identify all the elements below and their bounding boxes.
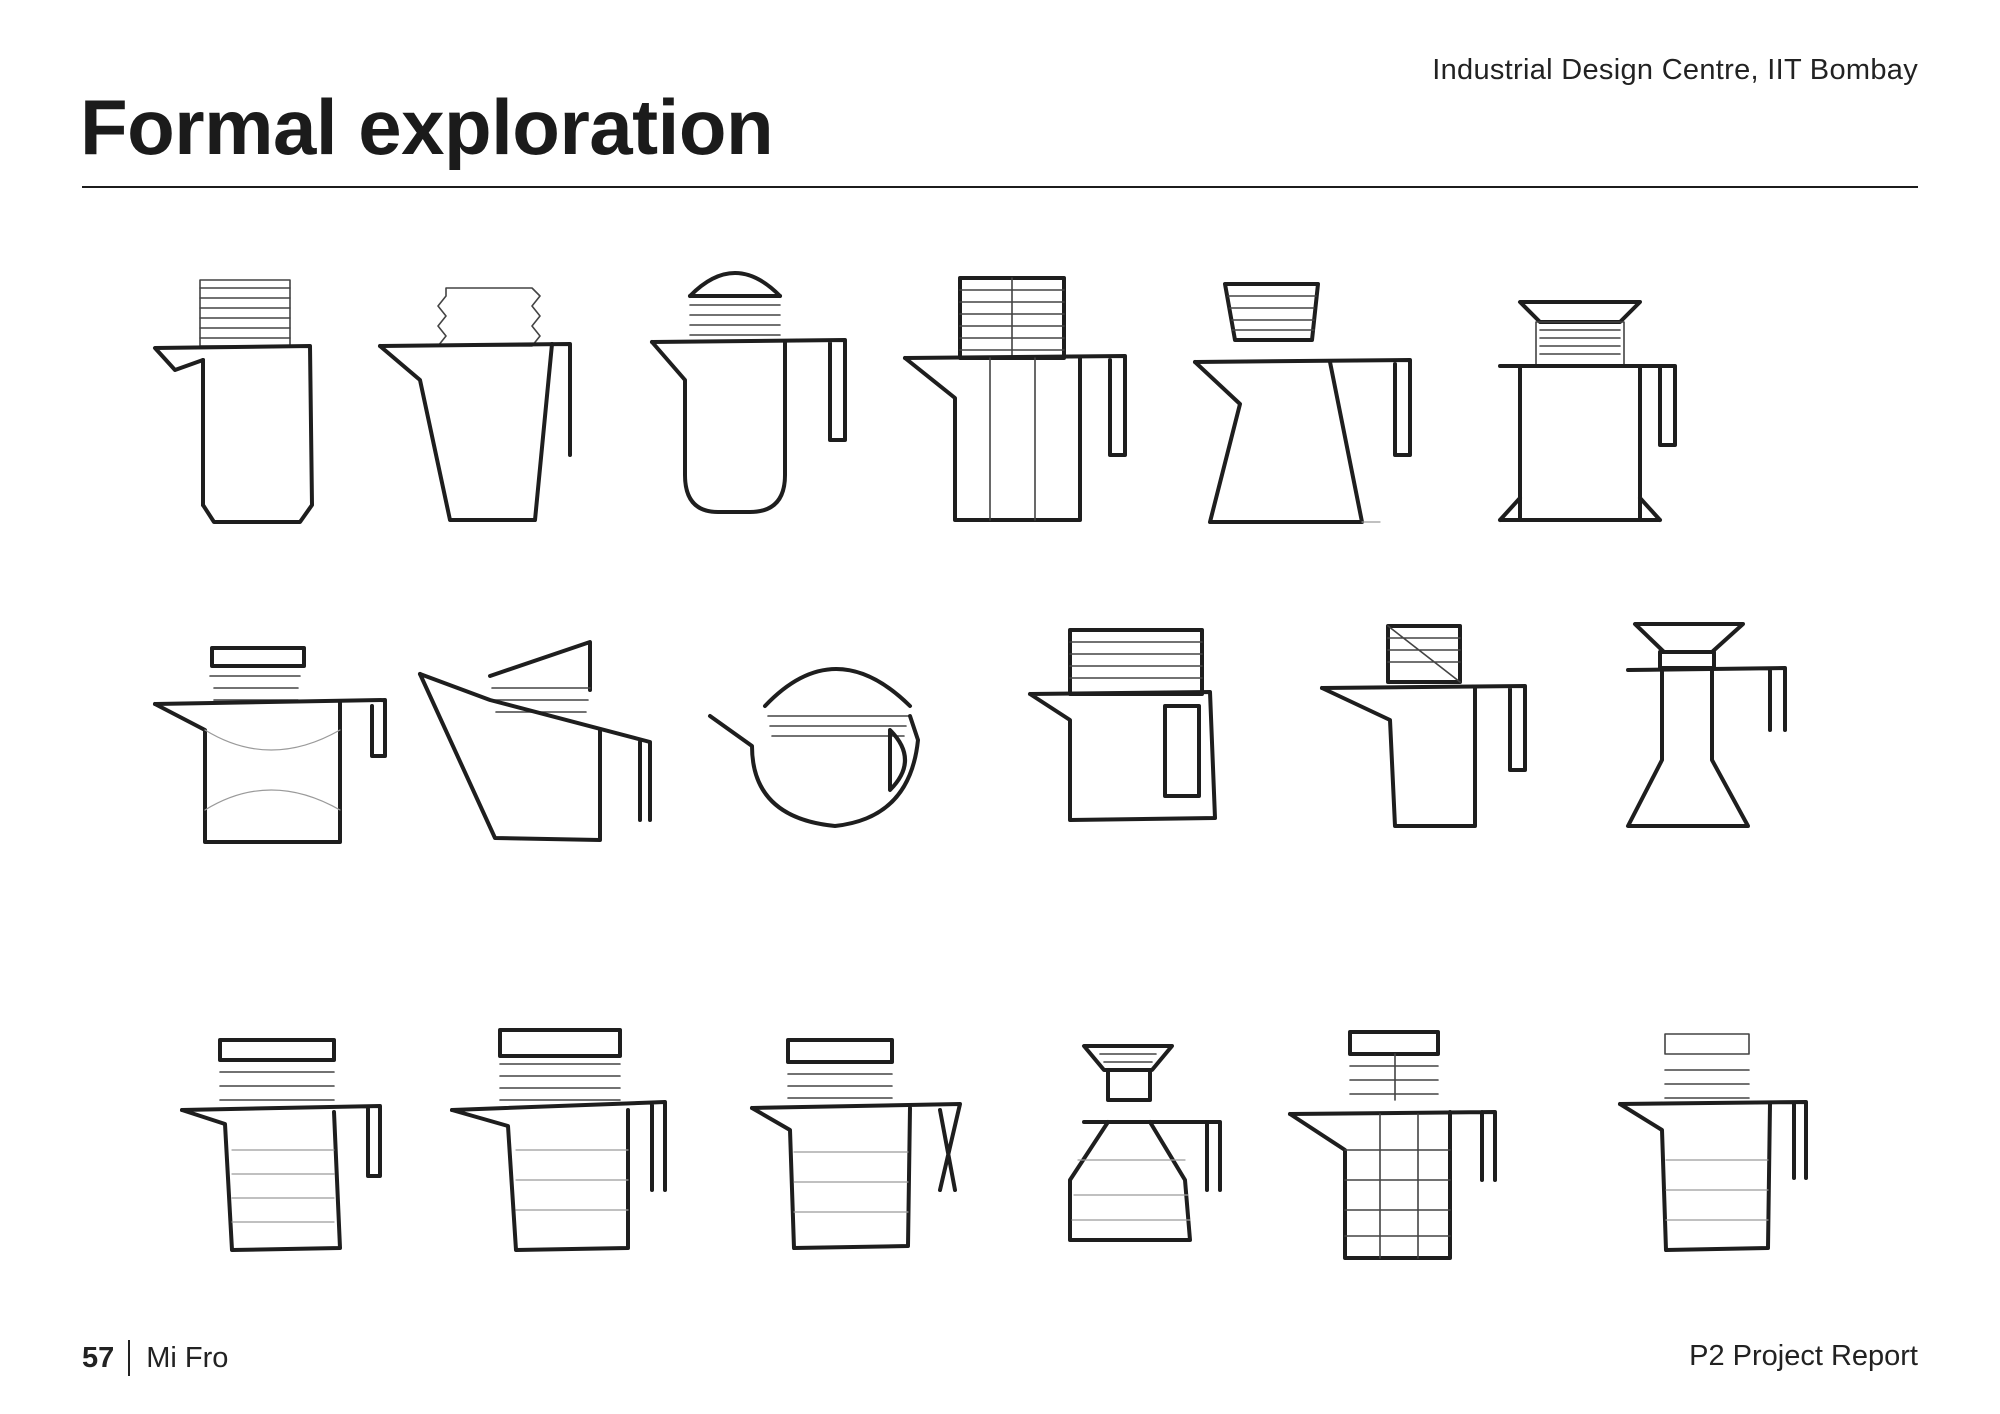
sketch-r1-c2 — [378, 287, 572, 522]
sketch-r3-c6 — [1618, 1033, 1808, 1252]
sketch-r3-c3 — [750, 1038, 962, 1250]
sketch-r3-c5 — [1288, 1030, 1497, 1260]
page-title: Formal exploration — [80, 83, 774, 171]
organization-label: Industrial Design Centre, IIT Bombay — [1432, 54, 1918, 86]
sketch-r1-c6 — [1498, 300, 1677, 522]
report-name: P2 Project Report — [1689, 1340, 1918, 1372]
footer-separator — [128, 1340, 131, 1376]
sketch-r2-c4 — [1028, 628, 1217, 822]
sketch-r3-c4 — [1068, 1044, 1222, 1242]
sketch-r1-c5 — [1193, 282, 1412, 524]
sketch-r2-c6 — [1626, 622, 1787, 828]
sketch-r1-c4 — [903, 276, 1127, 522]
sketch-r1-c3 — [650, 271, 847, 514]
project-name: Mi Fro — [146, 1341, 229, 1374]
page-number: 57 — [82, 1341, 115, 1374]
footer-left: 57 Mi Fro — [82, 1340, 228, 1376]
sketch-r3-c1 — [180, 1038, 382, 1252]
header-divider — [82, 186, 1918, 188]
sketch-r2-c3 — [708, 667, 920, 828]
sketch-r3-c2 — [450, 1028, 667, 1252]
sketch-r2-c2 — [418, 640, 652, 842]
sketch-r1-c1 — [153, 279, 314, 524]
sketch-r2-c1 — [153, 646, 387, 844]
sketch-r2-c5 — [1320, 624, 1527, 828]
